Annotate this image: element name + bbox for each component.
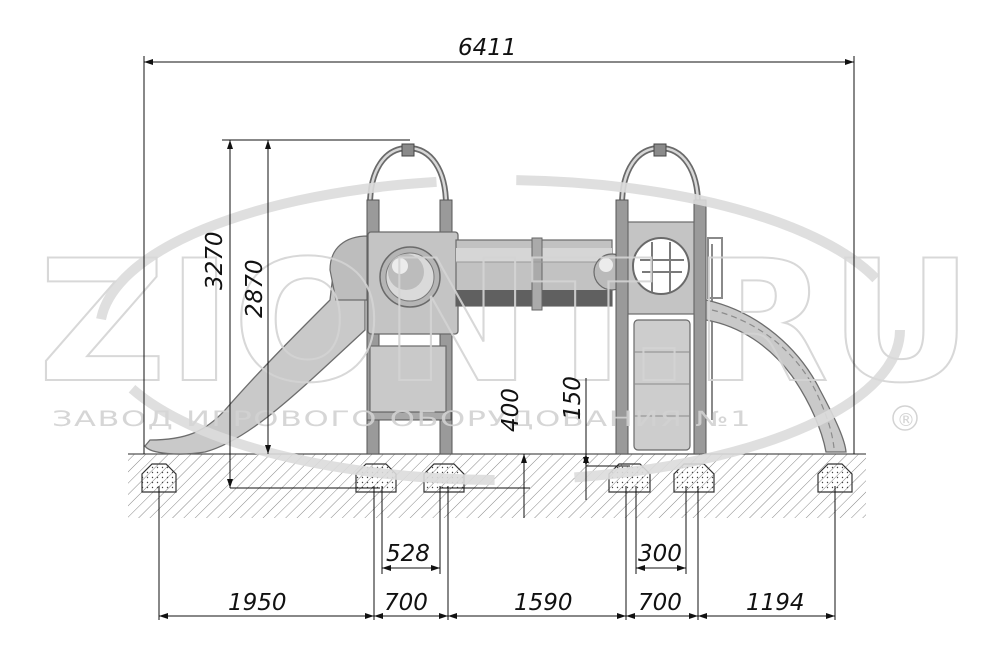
left-tower-lower-panel [369, 345, 447, 419]
dim-depth-400: 400 [498, 388, 524, 432]
left-tower-arch [367, 144, 449, 206]
tunnel [455, 237, 613, 311]
dim-spacing-528: 528 [386, 541, 430, 567]
playground-structure [144, 143, 847, 455]
dim-bottom-2: 700 [384, 590, 428, 616]
dim-spacing-300: 300 [638, 541, 682, 567]
registered-symbol: ® [897, 410, 915, 431]
dim-height-total: 3270 [202, 231, 228, 290]
watermark: ZIONT.RU ЗАВОД ИГРОВОГО ОБОРУДОВАНИЯ №1 … [37, 175, 974, 485]
registered-mark [892, 405, 918, 431]
dim-height-platform: 2870 [242, 259, 268, 318]
dim-depth-150: 150 [560, 376, 586, 420]
watermark-brand: ZIONT.RU [38, 224, 973, 420]
dim-bottom-5: 1194 [746, 590, 805, 616]
dim-bottom-3: 1590 [514, 590, 573, 616]
dimension-labels: 6411 3270 2870 400 150 528 300 1950 700 … [202, 35, 805, 616]
ground [128, 453, 866, 518]
right-tower-post [615, 199, 629, 455]
watermark-subtitle: ЗАВОД ИГРОВОГО ОБОРУДОВАНИЯ №1 [52, 407, 752, 431]
dim-overall-width: 6411 [458, 35, 517, 61]
dim-bottom-1: 1950 [228, 590, 287, 616]
foundation-block [817, 463, 853, 493]
dim-bottom-4: 700 [638, 590, 682, 616]
foundation-block [141, 463, 177, 493]
dimension-lines [143, 56, 855, 620]
